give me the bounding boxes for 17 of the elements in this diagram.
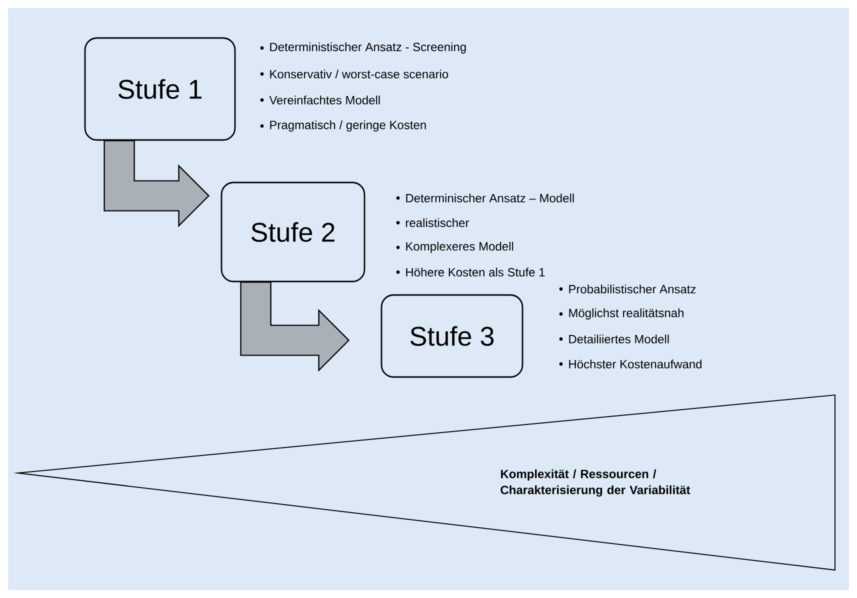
bent-arrow <box>104 140 210 228</box>
list-item: Komplexeres Modell <box>396 242 514 253</box>
list-item: Höchster Kostenaufwand <box>559 360 702 368</box>
list-item: Pragmatisch / geringe Kosten <box>260 120 426 132</box>
list-item: Möglichst realitätsnah <box>559 308 684 320</box>
stage-box: Stufe 1 <box>84 37 236 141</box>
stage-box: Stufe 3 <box>380 294 524 378</box>
list-item: Detailiiertes Modell <box>559 334 669 344</box>
stage-box: Stufe 2 <box>220 182 366 282</box>
list-item: Vereinfachtes Modell <box>260 96 380 104</box>
list-item: realistischer <box>396 218 469 228</box>
bent-arrow <box>240 282 350 372</box>
list-item: Probabilistischer Ansatz <box>559 284 696 294</box>
list-item: Konservativ / worst-case scenario <box>260 70 448 78</box>
list-item: Höhere Kosten als Stufe 1 <box>396 268 545 276</box>
list-item: Deterministischer Ansatz - Screening <box>260 42 466 54</box>
list-item: Determinischer Ansatz – Modell <box>396 194 574 202</box>
